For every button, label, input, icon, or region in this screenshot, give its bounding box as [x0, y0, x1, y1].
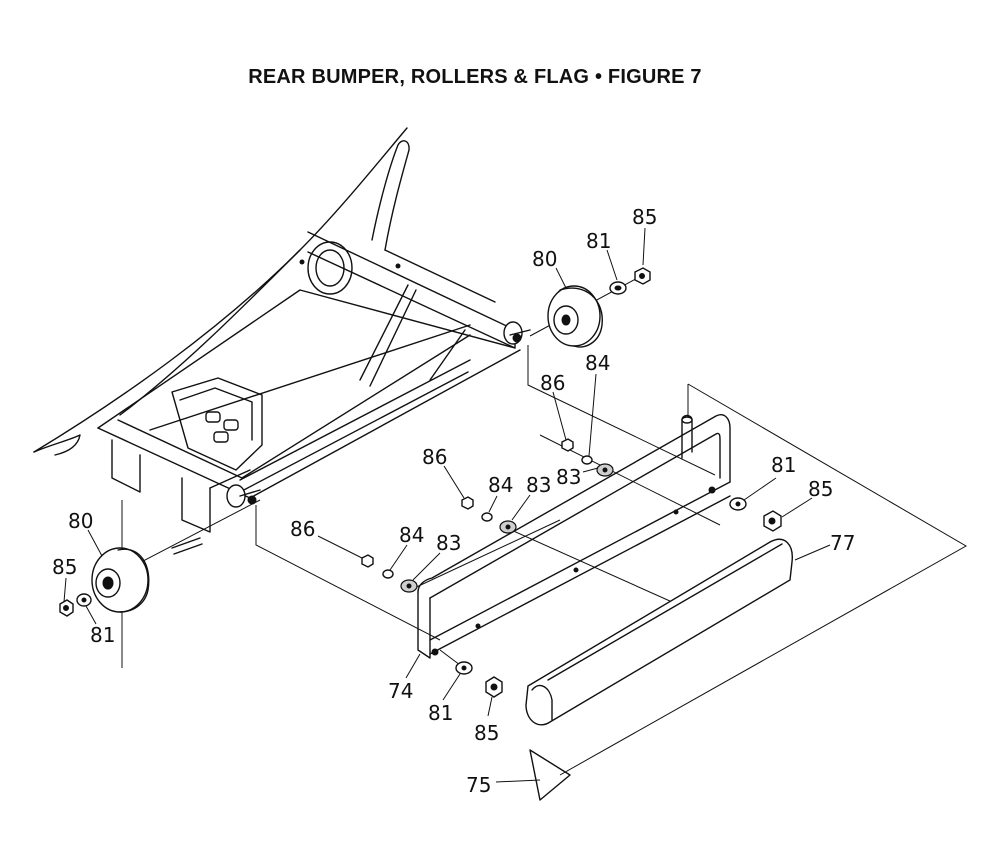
callout-85-left: 85	[52, 555, 77, 579]
hardware-bottom	[455, 661, 503, 698]
hardware-right	[729, 497, 782, 532]
callout-86-upper: 86	[540, 371, 565, 395]
nut-left	[59, 599, 74, 617]
callout-labels: 85 81 80 86 84 83 86 84 83 81 85 86 84 8…	[52, 205, 855, 797]
callout-74: 74	[388, 679, 413, 703]
callout-84-low: 84	[399, 523, 424, 547]
bumper-frame	[417, 414, 731, 659]
flag	[495, 749, 571, 801]
figure-title: REAR BUMPER, ROLLERS & FLAG • FIGURE 7	[248, 66, 702, 88]
callout-81-right: 81	[771, 453, 796, 477]
nut-top	[634, 267, 651, 285]
callout-83-low: 83	[436, 531, 461, 555]
mower-frame	[33, 127, 531, 533]
callout-80-left: 80	[68, 509, 93, 533]
callout-84-mid: 84	[488, 473, 513, 497]
callout-85-right: 85	[808, 477, 833, 501]
callout-77: 77	[830, 531, 855, 555]
callout-85-top: 85	[632, 205, 657, 229]
callout-84-upper: 84	[585, 351, 610, 375]
callout-83-mid: 83	[526, 473, 551, 497]
hardware-mid	[461, 496, 517, 534]
washer-left	[76, 593, 92, 607]
callout-81-top: 81	[586, 229, 611, 253]
hardware-upper	[561, 438, 614, 477]
callout-80-top: 80	[532, 247, 557, 271]
hardware-low	[361, 554, 418, 593]
callout-81-bottom: 81	[428, 701, 453, 725]
bumper-pad	[525, 538, 793, 726]
callout-86-low: 86	[290, 517, 315, 541]
leader-lines	[63, 227, 831, 717]
callout-86-mid: 86	[422, 445, 447, 469]
callout-75: 75	[466, 773, 491, 797]
washer-top	[609, 281, 627, 295]
callout-83-upper: 83	[556, 465, 581, 489]
roller-top	[547, 285, 603, 348]
callout-81-left: 81	[90, 623, 115, 647]
roller-left	[91, 537, 203, 613]
callout-85-bottom: 85	[474, 721, 499, 745]
